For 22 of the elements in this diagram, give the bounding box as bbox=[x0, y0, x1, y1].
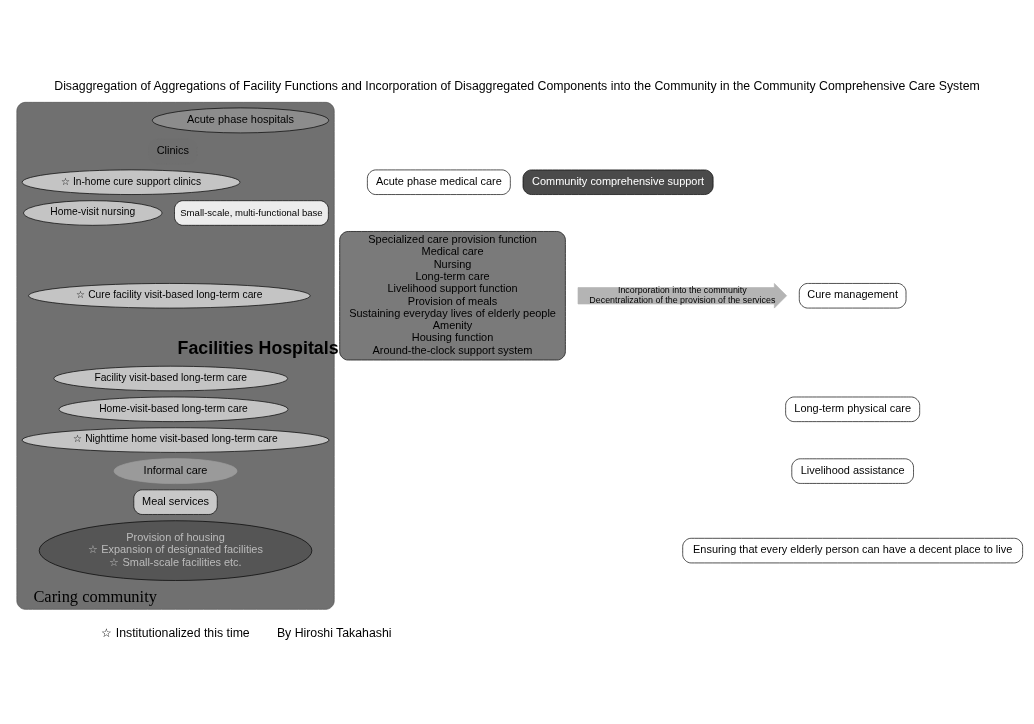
node-ellipse: Home-visit-based long-term care bbox=[58, 396, 289, 422]
node-ellipse: Facility visit-based long-term care bbox=[53, 365, 288, 392]
label: ☆ Institutionalized this time bbox=[101, 625, 250, 640]
node-ellipse: ☆ In-home cure support clinics bbox=[21, 169, 241, 195]
node-box: Acute phase medical care bbox=[367, 169, 511, 195]
node-box: Cure management bbox=[798, 283, 907, 309]
node-box: Ensuring that every elderly person can have a decent place to live bbox=[682, 537, 1023, 564]
diagram-title: Disaggregation of Aggregations of Facility Functions and Incorporation of Disaggregated Components into the Community in the Community Comprehensive Care System bbox=[54, 79, 980, 94]
node-ellipse: Acute phase hospitals bbox=[152, 107, 329, 134]
node-ellipse: Informal care bbox=[113, 458, 238, 484]
node-box: Small-scale, multi-functional base bbox=[174, 200, 329, 226]
node-ellipse: Provision of housing ☆ Expansion of designated facilities ☆ Small-scale facilities etc. bbox=[38, 520, 313, 581]
node-box: Meal services bbox=[133, 489, 218, 515]
node-box: Specialized care provision function Medical care Nursing Long-term care Livelihood support function Provision of meals Sustaining everyday lives of elderly people Amenity Housing function Around-the-clock support system bbox=[339, 231, 566, 361]
node-ellipse: ☆ Cure facility visit-based long-term care bbox=[28, 283, 311, 309]
node-ellipse: ☆ Nighttime home visit-based long-term care bbox=[21, 427, 330, 453]
label: By Hiroshi Takahashi bbox=[276, 625, 392, 640]
node-text: Clinics bbox=[156, 144, 189, 157]
node-box: Long-term physical care bbox=[785, 396, 921, 422]
node-ellipse: Home-visit nursing bbox=[23, 200, 163, 226]
node-box: Livelihood assistance bbox=[791, 458, 914, 484]
node-box: Community comprehensive support bbox=[522, 169, 714, 195]
